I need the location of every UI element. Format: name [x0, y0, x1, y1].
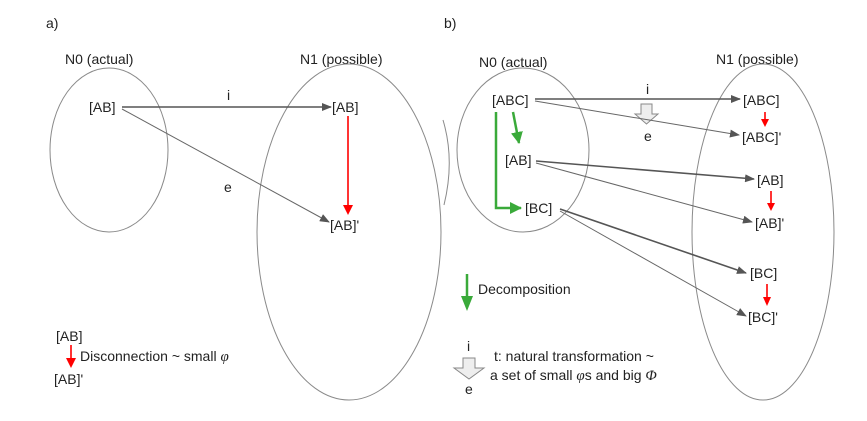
edge-e-ab — [535, 162, 753, 224]
n1-node-abc-prime: [ABC]' — [742, 129, 781, 145]
legend-t-e: e — [465, 381, 473, 397]
n1-node-ab-prime: [AB]' — [755, 215, 784, 231]
disconnection-arrowhead — [343, 205, 353, 215]
n1-ellipse — [691, 63, 835, 401]
n1-title: N1 (possible) — [300, 51, 382, 67]
decomposition-abc-to-ab — [511, 111, 523, 144]
edge-i-ab — [535, 160, 755, 183]
n1-title: N1 (possible) — [716, 51, 798, 67]
n0-node-abc: [ABC] — [492, 92, 529, 108]
legend-decomposition-text: Decomposition — [478, 281, 571, 297]
edge-e-arrow — [121, 108, 330, 223]
left-ellipse-edge — [442, 119, 450, 206]
legend-disconnection-text: Disconnection ~ small φ — [80, 348, 229, 365]
legend-t-line1: t: natural transformation ~ — [494, 348, 654, 364]
panel-a: a) N0 (actual) N1 (possible) [AB] [AB] [… — [46, 15, 442, 401]
n0-node-bc: [BC] — [525, 200, 552, 216]
n1-ellipse — [256, 63, 442, 401]
n0-title: N0 (actual) — [479, 54, 547, 70]
decomposition-abc-to-bc — [494, 112, 522, 214]
panel-b: b) N0 (actual) N1 (possible) [ABC] [AB] … — [442, 15, 835, 401]
legend-a-bottom-node: [AB]' — [54, 371, 83, 387]
n1-node-bc-prime: [BC]' — [748, 309, 778, 325]
edge-e-label: e — [644, 128, 652, 144]
panel-a-label: a) — [46, 15, 58, 31]
n1-node-abc: [ABC] — [743, 92, 780, 108]
n0-ellipse — [49, 67, 169, 233]
n1-node-ab: [AB] — [757, 172, 783, 188]
legend-t-line2: a set of small φs and big Φ — [490, 367, 657, 384]
disconnection-abc — [761, 112, 769, 127]
legend-a-top-node: [AB] — [56, 328, 82, 344]
n1-node-ab-prime: [AB]' — [330, 217, 359, 233]
edge-i-bc — [559, 208, 747, 274]
n0-title: N0 (actual) — [65, 51, 133, 67]
legend-transformation-arrow-icon — [452, 357, 486, 380]
legend-disconnection-arrowhead — [66, 358, 76, 368]
edge-i-label: i — [646, 81, 649, 97]
legend-decomposition-arrowhead — [461, 296, 473, 311]
panel-b-label: b) — [444, 15, 456, 31]
disconnection-ab — [767, 191, 775, 211]
legend-t-i: i — [467, 338, 470, 354]
n1-node-ab: [AB] — [332, 99, 358, 115]
edge-e-bc — [559, 210, 747, 317]
n1-node-bc: [BC] — [750, 265, 777, 281]
n0-node-ab: [AB] — [89, 99, 115, 115]
edge-i-label: i — [227, 87, 230, 103]
edge-e-abc — [534, 100, 740, 138]
disconnection-bc — [763, 284, 771, 306]
n0-ellipse — [456, 67, 590, 233]
edge-e-label: e — [224, 179, 232, 195]
n0-node-ab: [AB] — [505, 152, 531, 168]
